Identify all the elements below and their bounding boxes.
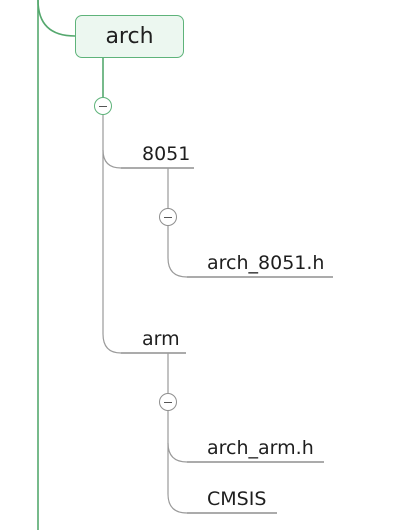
stem-to-8051 [102,115,122,169]
collapse-minus-icon[interactable] [159,393,177,411]
topic-arch-arm-h[interactable]: arch_arm.h [207,437,314,459]
arch-connector [37,0,76,37]
arch-node[interactable]: arch [75,15,184,58]
stem-to-arch-arm [167,411,188,463]
collapse-minus-icon[interactable] [159,208,177,226]
topic-arm[interactable]: arm [142,328,180,350]
arch-node-label: arch [105,24,154,49]
stem-to-arch-8051 [167,226,188,278]
stem-to-arm [102,150,122,354]
topic-8051[interactable]: 8051 [142,143,191,165]
stem-to-cmsis [167,443,188,514]
topic-arch-8051-h[interactable]: arch_8051.h [207,252,325,274]
collapse-minus-icon[interactable] [94,97,112,115]
topic-cmsis[interactable]: CMSIS [207,488,267,510]
